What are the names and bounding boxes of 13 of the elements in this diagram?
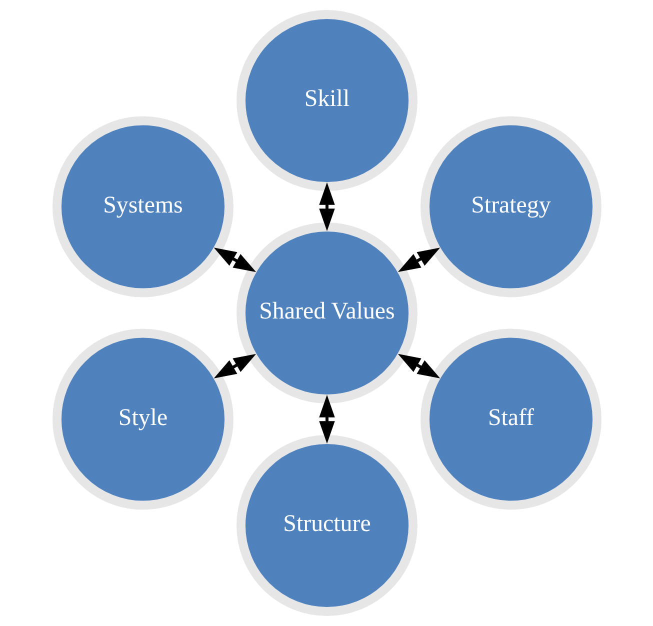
node-circle: Style: [52, 328, 233, 510]
arrow: [318, 394, 334, 444]
arrow: [318, 182, 334, 232]
arrow: [213, 248, 256, 272]
arrow: [397, 354, 440, 378]
node-circle: Shared Values: [236, 222, 417, 404]
node-circle: Structure: [236, 434, 417, 616]
node-circle: Systems: [52, 116, 233, 298]
node-circle: Staff: [420, 328, 601, 510]
arrow: [213, 354, 256, 378]
arrow: [397, 248, 440, 272]
node-circle: Skill: [236, 10, 417, 192]
node-circle: Strategy: [420, 116, 601, 298]
